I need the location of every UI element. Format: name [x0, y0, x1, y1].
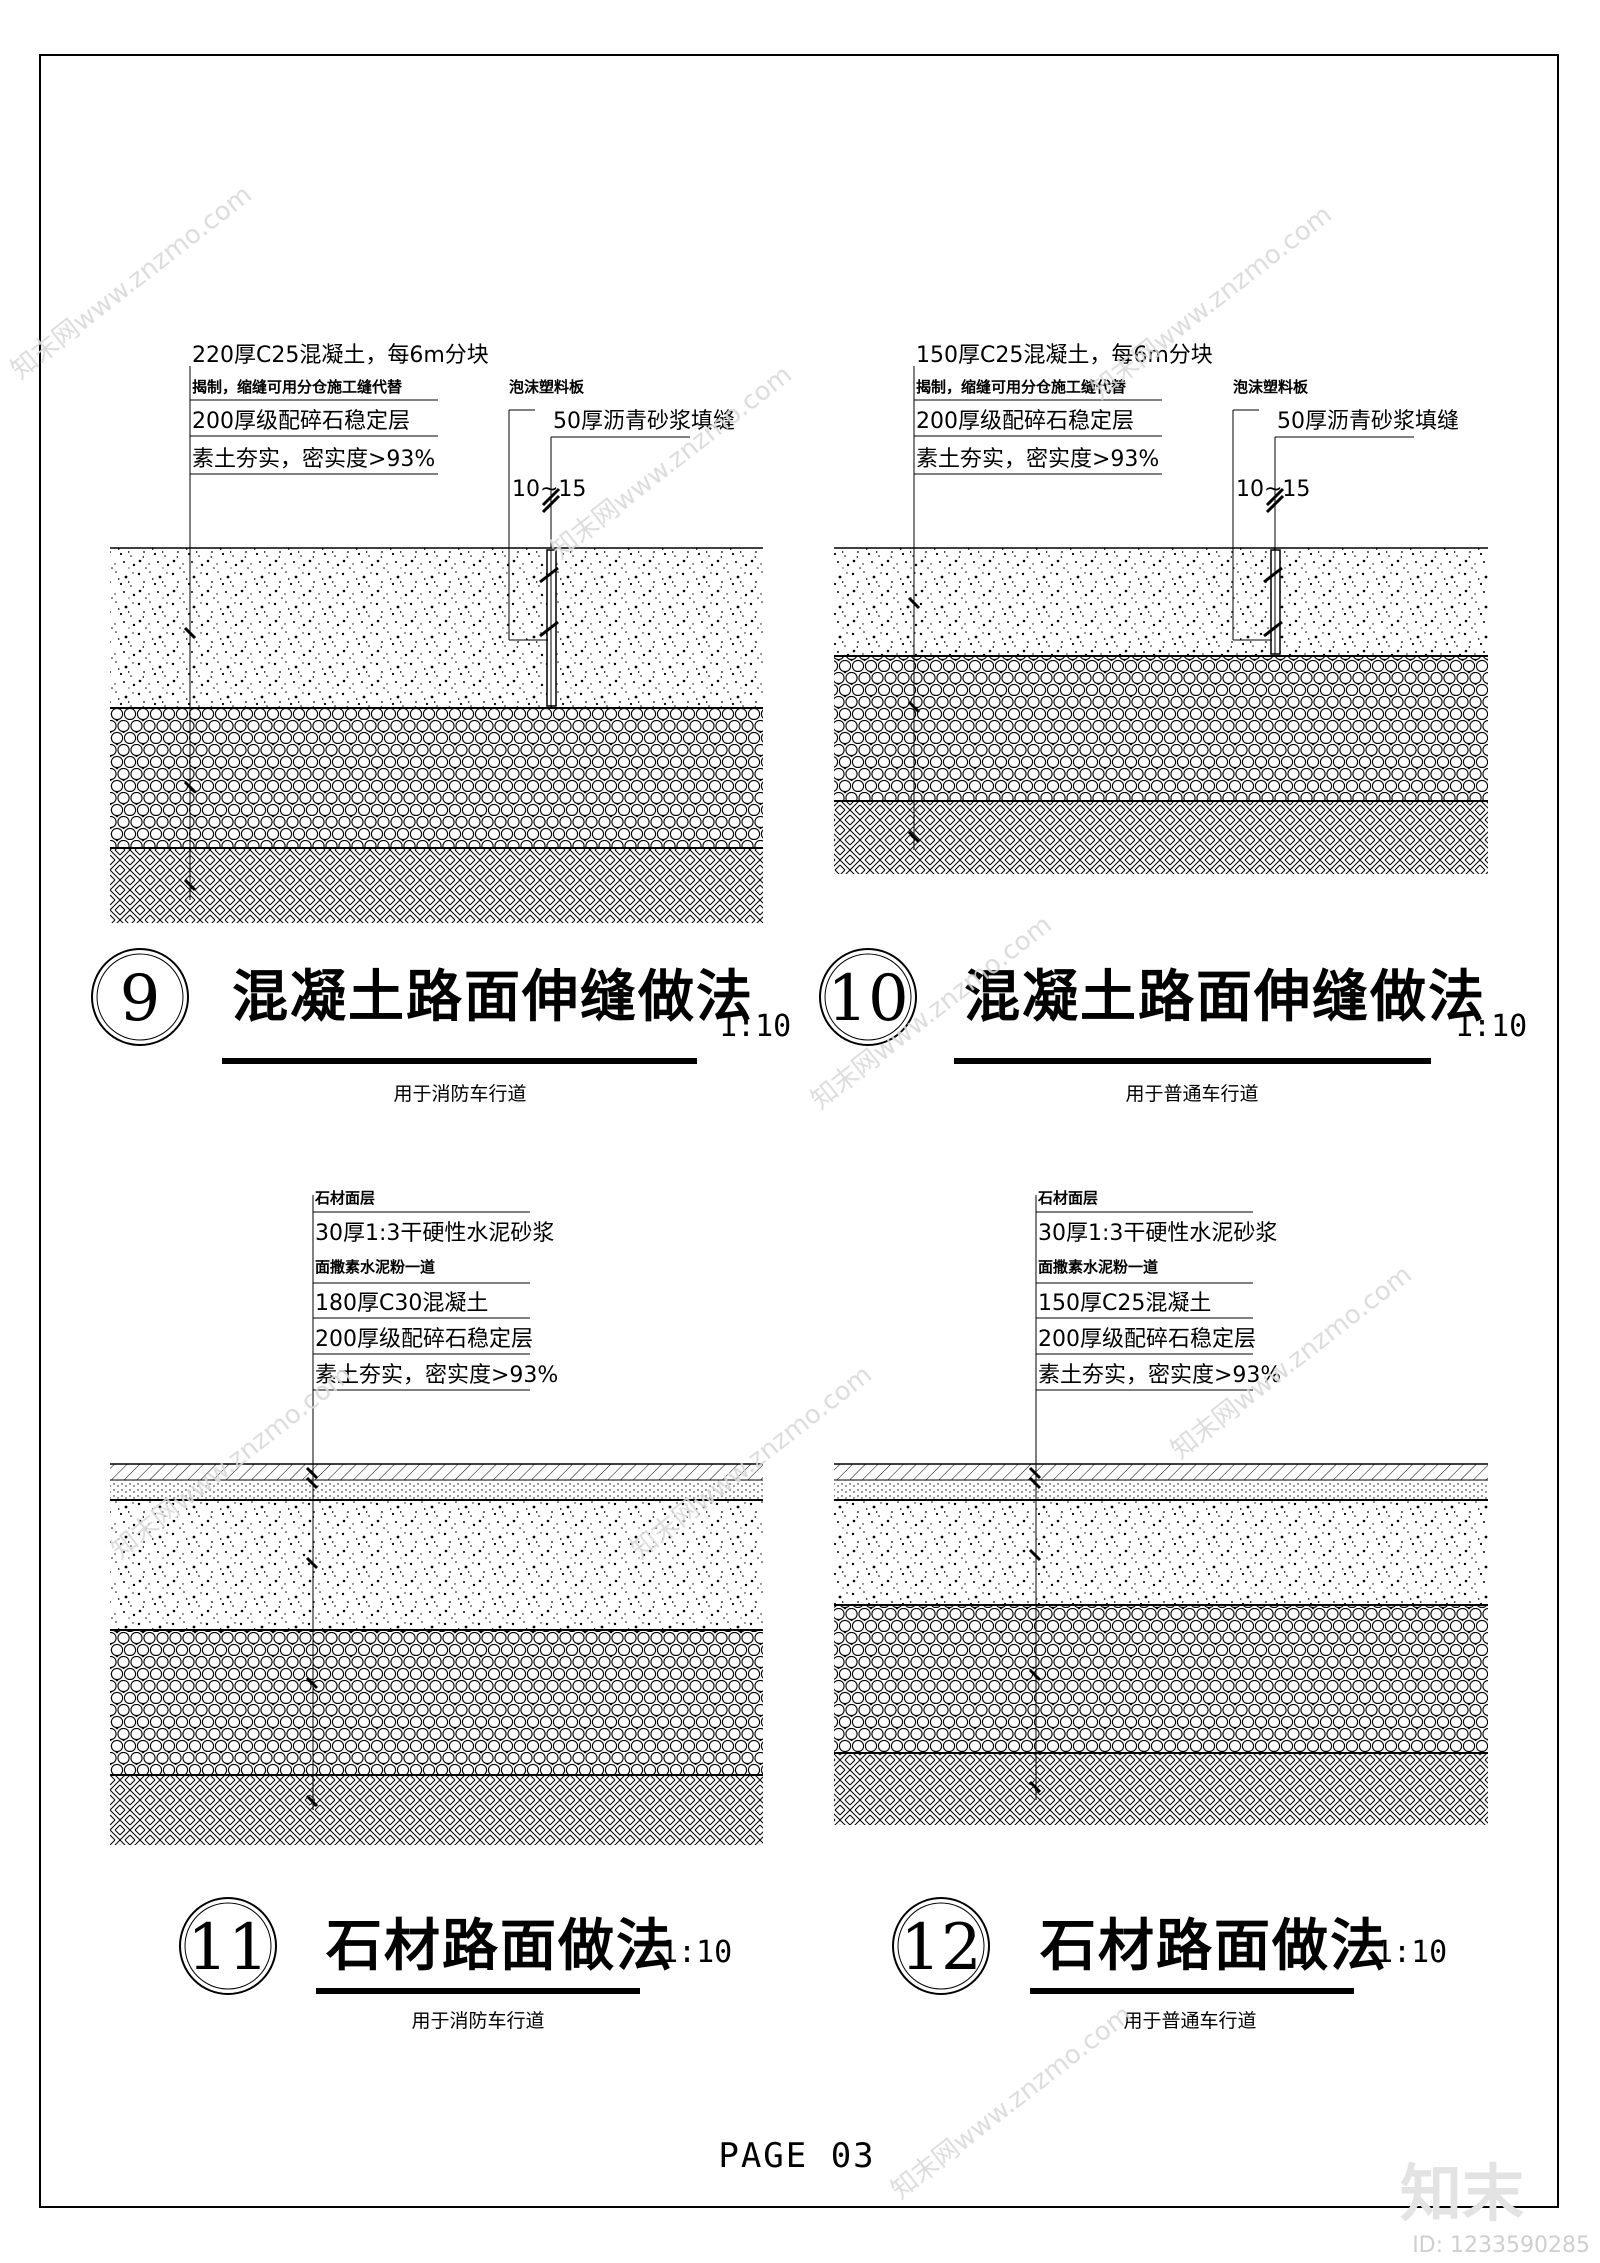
detail-number-circle [819, 948, 917, 1046]
detail-number: 11 [187, 1911, 268, 1985]
detail-scale: 1:10 [719, 1009, 791, 1044]
detail-title-block: 10 混凝土路面伸缝做法 1:10 用于普通车行道 [819, 948, 1527, 1105]
callout-joint-width: 10~15 [512, 477, 586, 502]
callout-gravel: 200厚级配碎石稳定层 [916, 409, 1134, 434]
layer-soil [110, 1775, 763, 1845]
layer-soil [110, 848, 763, 923]
layer-callouts: 石材面层 30厚1:3干硬性水泥砂浆 面撒素水泥粉一道 180厚C30混凝土 2… [313, 1189, 558, 1391]
section-drawing [834, 366, 1488, 874]
detail-number-circle [179, 1897, 277, 1995]
sheet-border [39, 54, 1559, 2208]
detail-title: 混凝土路面伸缝做法 [232, 965, 754, 1030]
callout-foam-board: 泡沫塑料板 [509, 378, 585, 396]
callout-asphalt-fill: 50厚沥青砂浆填缝 [1277, 409, 1459, 434]
watermark: 知末网www.znzmo.com [886, 2000, 1138, 2206]
detail-number-circle [892, 1897, 990, 1995]
detail-subtitle: 用于消防车行道 [393, 1083, 526, 1105]
layer-gravel [834, 1605, 1488, 1753]
layer-callouts: 石材面层 30厚1:3干硬性水泥砂浆 面撒素水泥粉一道 150厚C25混凝土 2… [1036, 1189, 1281, 1391]
layer-callouts: 150厚C25混凝土，每6m分块 揭制，缩缝可用分仓施工缝代替 200厚级配碎石… [914, 343, 1459, 502]
callout-concrete: 220厚C25混凝土，每6m分块 [192, 343, 489, 368]
callout-soil: 素土夯实，密实度>93% [916, 447, 1159, 472]
callout-joint-cutting: 揭制，缩缝可用分仓施工缝代替 [192, 378, 403, 396]
detail-title: 混凝土路面伸缝做法 [964, 965, 1486, 1030]
detail-12: 石材面层 30厚1:3干硬性水泥砂浆 面撒素水泥粉一道 150厚C25混凝土 2… [834, 1189, 1488, 2032]
layer-concrete [834, 548, 1488, 656]
detail-subtitle: 用于普通车行道 [1123, 2010, 1256, 2032]
detail-title: 石材路面做法 [326, 1914, 674, 1979]
watermark: 知末网www.znzmo.com [1086, 200, 1338, 406]
layer-concrete [110, 548, 763, 708]
callout-foam-board: 泡沫塑料板 [1233, 378, 1309, 396]
detail-10: 150厚C25混凝土，每6m分块 揭制，缩缝可用分仓施工缝代替 200厚级配碎石… [819, 343, 1527, 1105]
detail-number: 12 [900, 1911, 981, 1985]
callout-cement-powder: 面撒素水泥粉一道 [1038, 1258, 1158, 1276]
layer-soil [834, 1753, 1488, 1825]
layer-mortar [110, 1480, 763, 1500]
detail-scale: 1:10 [1455, 1009, 1527, 1044]
layer-gravel [110, 1630, 763, 1775]
brand-logo: 知末 [1400, 2157, 1524, 2230]
callout-joint-width: 10~15 [1236, 477, 1310, 502]
detail-scale: 1:10 [660, 1935, 732, 1970]
layer-stone [110, 1464, 763, 1480]
layer-gravel [834, 656, 1488, 801]
callout-mortar: 30厚1:3干硬性水泥砂浆 [315, 1221, 554, 1246]
callout-asphalt-fill: 50厚沥青砂浆填缝 [553, 409, 735, 434]
detail-subtitle: 用于普通车行道 [1125, 1083, 1258, 1105]
page-number: PAGE 03 [718, 2136, 875, 2176]
layer-concrete [110, 1500, 763, 1630]
detail-title-block: 12 石材路面做法 1:10 用于普通车行道 [892, 1897, 1447, 2032]
layer-soil [834, 801, 1488, 874]
callout-concrete: 150厚C25混凝土，每6m分块 [916, 343, 1213, 368]
callout-concrete: 180厚C30混凝土 [315, 1291, 488, 1316]
callout-gravel: 200厚级配碎石稳定层 [315, 1327, 533, 1352]
layer-concrete [834, 1500, 1488, 1605]
layer-gravel [110, 708, 763, 848]
watermark-group: 知末网www.znzmo.com 知末网www.znzmo.com 知末网www… [6, 180, 1418, 2206]
callout-soil: 素土夯实，密实度>93% [315, 1363, 558, 1388]
detail-title-block: 11 石材路面做法 1:10 用于消防车行道 [179, 1897, 732, 2032]
callout-gravel: 200厚级配碎石稳定层 [1038, 1327, 1256, 1352]
callout-gravel: 200厚级配碎石稳定层 [192, 409, 410, 434]
layer-callouts: 220厚C25混凝土，每6m分块 揭制，缩缝可用分仓施工缝代替 200厚级配碎石… [190, 343, 735, 502]
detail-number: 10 [827, 962, 908, 1036]
callout-joint-cutting: 揭制，缩缝可用分仓施工缝代替 [916, 378, 1127, 396]
section-drawing [110, 366, 763, 923]
callout-soil: 素土夯实，密实度>93% [192, 447, 435, 472]
callout-stone-surface: 石材面层 [314, 1189, 375, 1207]
section-drawing [834, 1195, 1488, 1825]
detail-number: 9 [120, 962, 161, 1036]
detail-title: 石材路面做法 [1040, 1914, 1388, 1979]
detail-subtitle: 用于消防车行道 [411, 2010, 544, 2032]
detail-number-circle [91, 948, 189, 1046]
asset-id: ID: 1233590285 [1412, 2233, 1590, 2258]
callout-cement-powder: 面撒素水泥粉一道 [315, 1258, 435, 1276]
layer-mortar [834, 1480, 1488, 1500]
detail-scale: 1:10 [1375, 1935, 1447, 1970]
detail-11: 石材面层 30厚1:3干硬性水泥砂浆 面撒素水泥粉一道 180厚C30混凝土 2… [110, 1189, 763, 2032]
callout-mortar: 30厚1:3干硬性水泥砂浆 [1038, 1221, 1277, 1246]
layer-stone [834, 1464, 1488, 1480]
section-drawing [110, 1195, 763, 1845]
detail-9: 220厚C25混凝土，每6m分块 揭制，缩缝可用分仓施工缝代替 200厚级配碎石… [91, 343, 791, 1105]
callout-concrete: 150厚C25混凝土 [1038, 1291, 1211, 1316]
callout-stone-surface: 石材面层 [1037, 1189, 1098, 1207]
callout-soil: 素土夯实，密实度>93% [1038, 1363, 1281, 1388]
detail-title-block: 9 混凝土路面伸缝做法 1:10 用于消防车行道 [91, 948, 791, 1105]
